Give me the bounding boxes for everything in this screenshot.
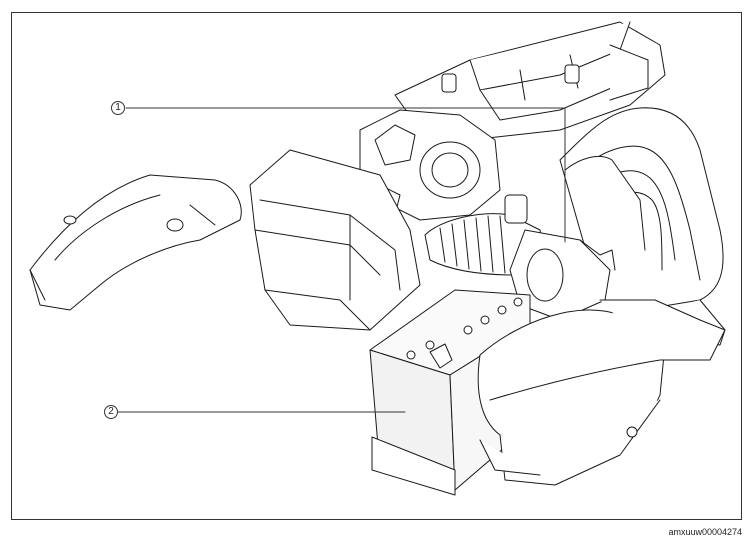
relay-box-cover xyxy=(477,309,666,486)
cylinder-head xyxy=(394,21,666,141)
air-inlet-duct xyxy=(29,174,242,311)
callout-leaders xyxy=(117,107,566,413)
callout-number-1: 1 xyxy=(115,102,121,113)
callout-circle-1 xyxy=(111,101,125,115)
illustration-frame xyxy=(11,12,742,520)
air-cleaner-box xyxy=(249,149,421,331)
mass-airflow-housing xyxy=(509,229,616,321)
document-id: amxuuw00004274 xyxy=(668,527,742,537)
callout-number-2: 2 xyxy=(108,406,114,417)
callout-circle-2 xyxy=(104,405,118,419)
engine-brackets xyxy=(479,299,726,476)
